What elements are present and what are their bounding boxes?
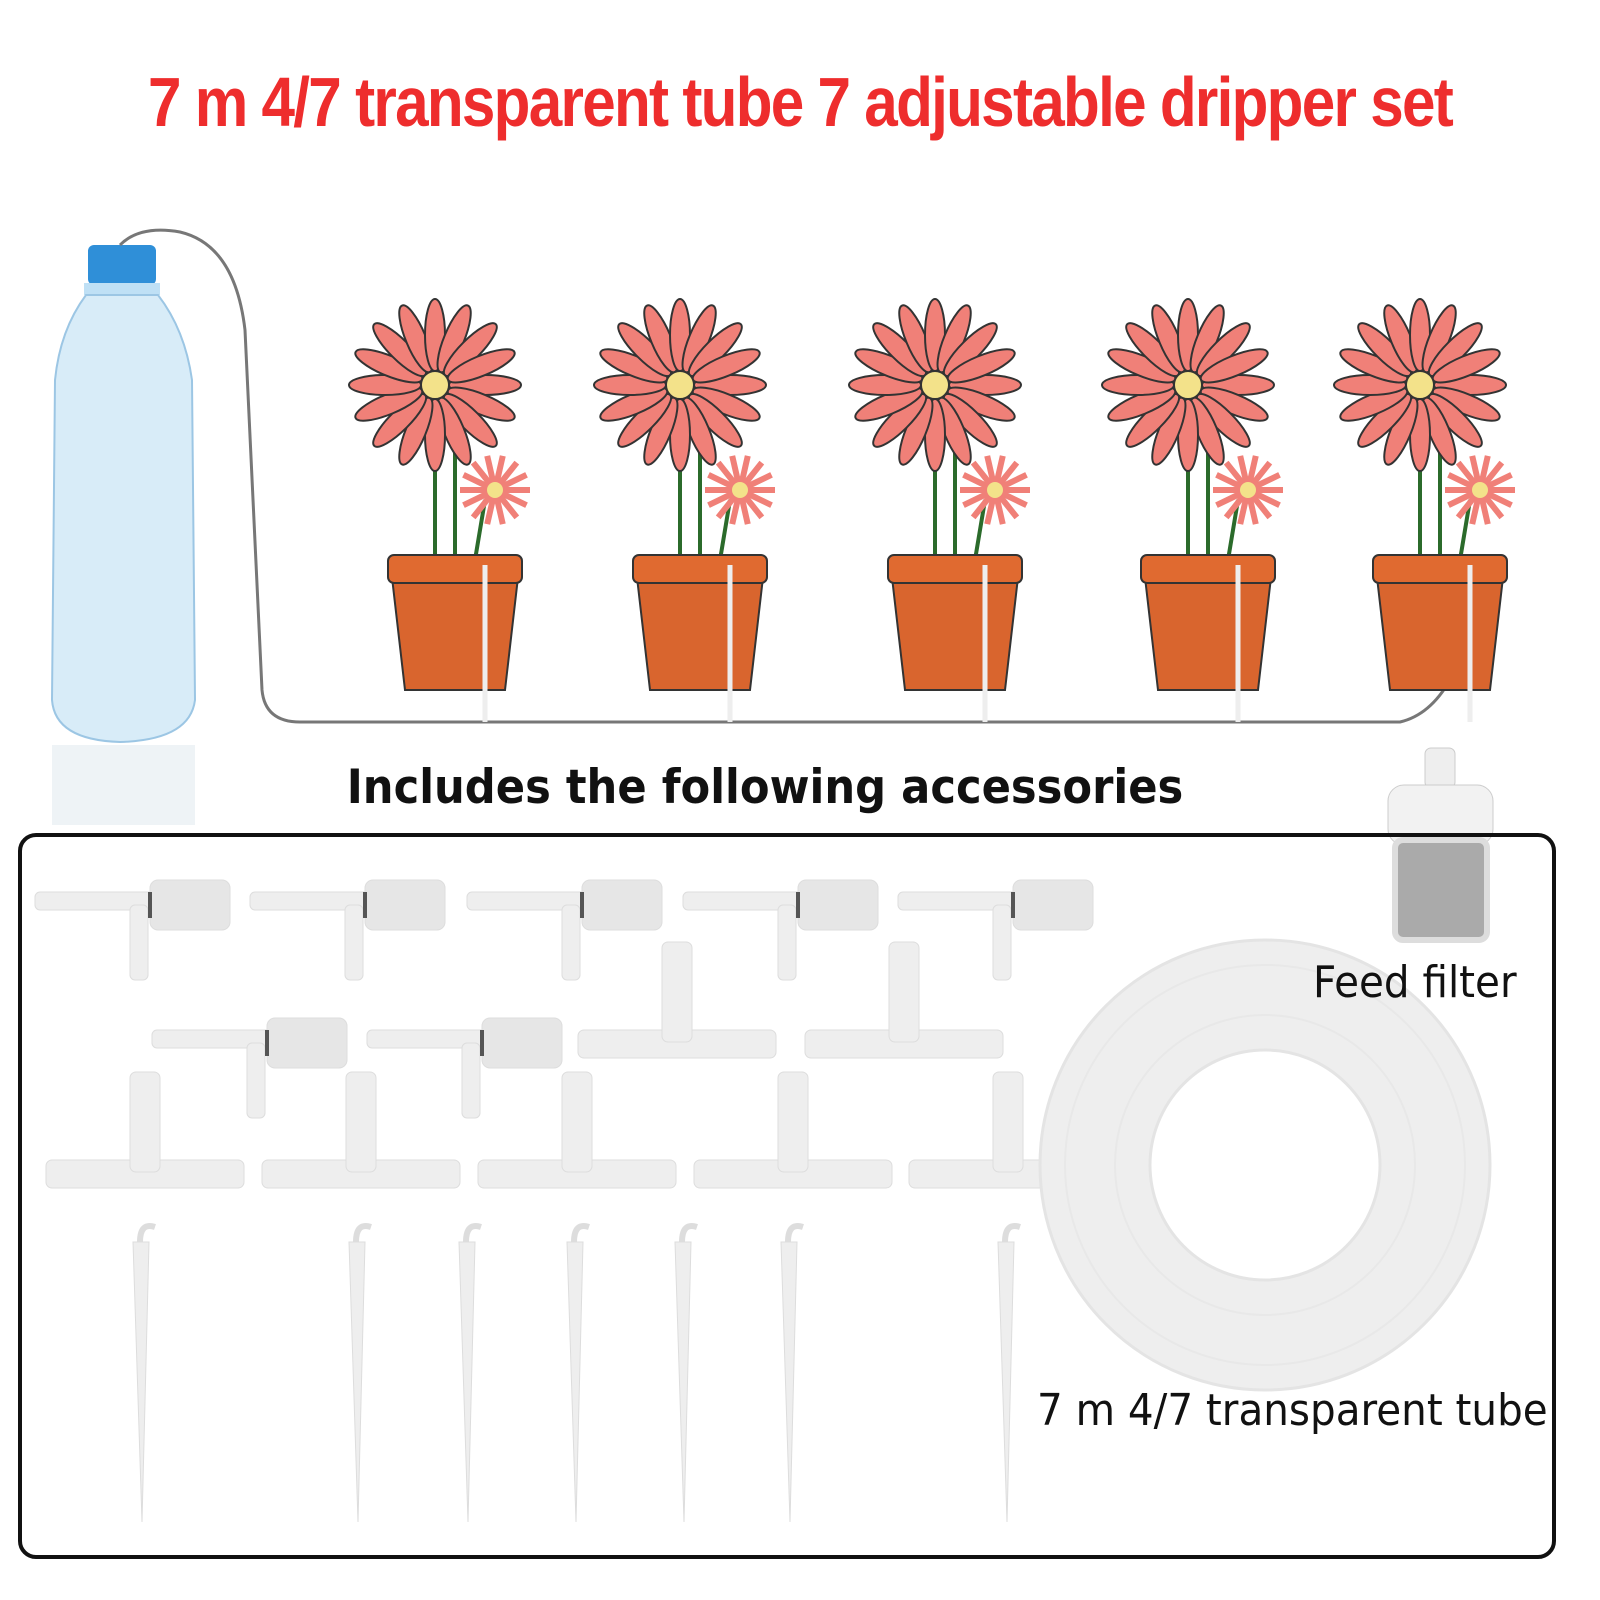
ground-stake-icon xyxy=(132,1223,156,1523)
tube-label: 7 m 4/7 transparent tube xyxy=(1037,1385,1548,1436)
tee-connector-icon xyxy=(477,1071,677,1189)
ground-stake-icon xyxy=(780,1223,804,1523)
ground-stake-icon xyxy=(997,1223,1021,1523)
tee-connector-icon xyxy=(577,941,777,1059)
ground-stake-icon xyxy=(458,1223,482,1523)
adjustable-dripper-icon xyxy=(682,879,879,981)
adjustable-dripper-icon xyxy=(151,1017,348,1119)
product-title: 7 m 4/7 transparent tube 7 adjustable dr… xyxy=(147,63,1454,141)
tee-connector-icon xyxy=(261,1071,461,1189)
adjustable-dripper-icon xyxy=(366,1017,563,1119)
tube-coil-icon xyxy=(1038,938,1492,1392)
adjustable-dripper-icon xyxy=(34,879,231,981)
ground-stake-icon xyxy=(674,1223,698,1523)
adjustable-dripper-icon xyxy=(249,879,446,981)
flower-pot-icon xyxy=(348,298,530,722)
adjustable-dripper-icon xyxy=(897,879,1094,981)
accessories-box xyxy=(18,833,1556,1559)
water-bottle-icon xyxy=(50,245,197,825)
tee-connector-icon xyxy=(693,1071,893,1189)
tee-connector-icon xyxy=(45,1071,245,1189)
flower-pot-icon xyxy=(1101,298,1283,722)
flower-pot-icon xyxy=(593,298,775,722)
flower-pot-icon xyxy=(848,298,1030,722)
ground-stake-icon xyxy=(348,1223,372,1523)
main-tube xyxy=(118,228,1452,724)
flower-pot-icon xyxy=(1333,298,1515,722)
tee-connector-icon xyxy=(804,941,1004,1059)
feed-filter-icon xyxy=(1387,747,1494,943)
ground-stake-icon xyxy=(566,1223,590,1523)
section-heading: Includes the following accessories xyxy=(346,760,1184,815)
adjustable-dripper-icon xyxy=(466,879,663,981)
feed-filter-label: Feed filter xyxy=(1313,957,1517,1008)
